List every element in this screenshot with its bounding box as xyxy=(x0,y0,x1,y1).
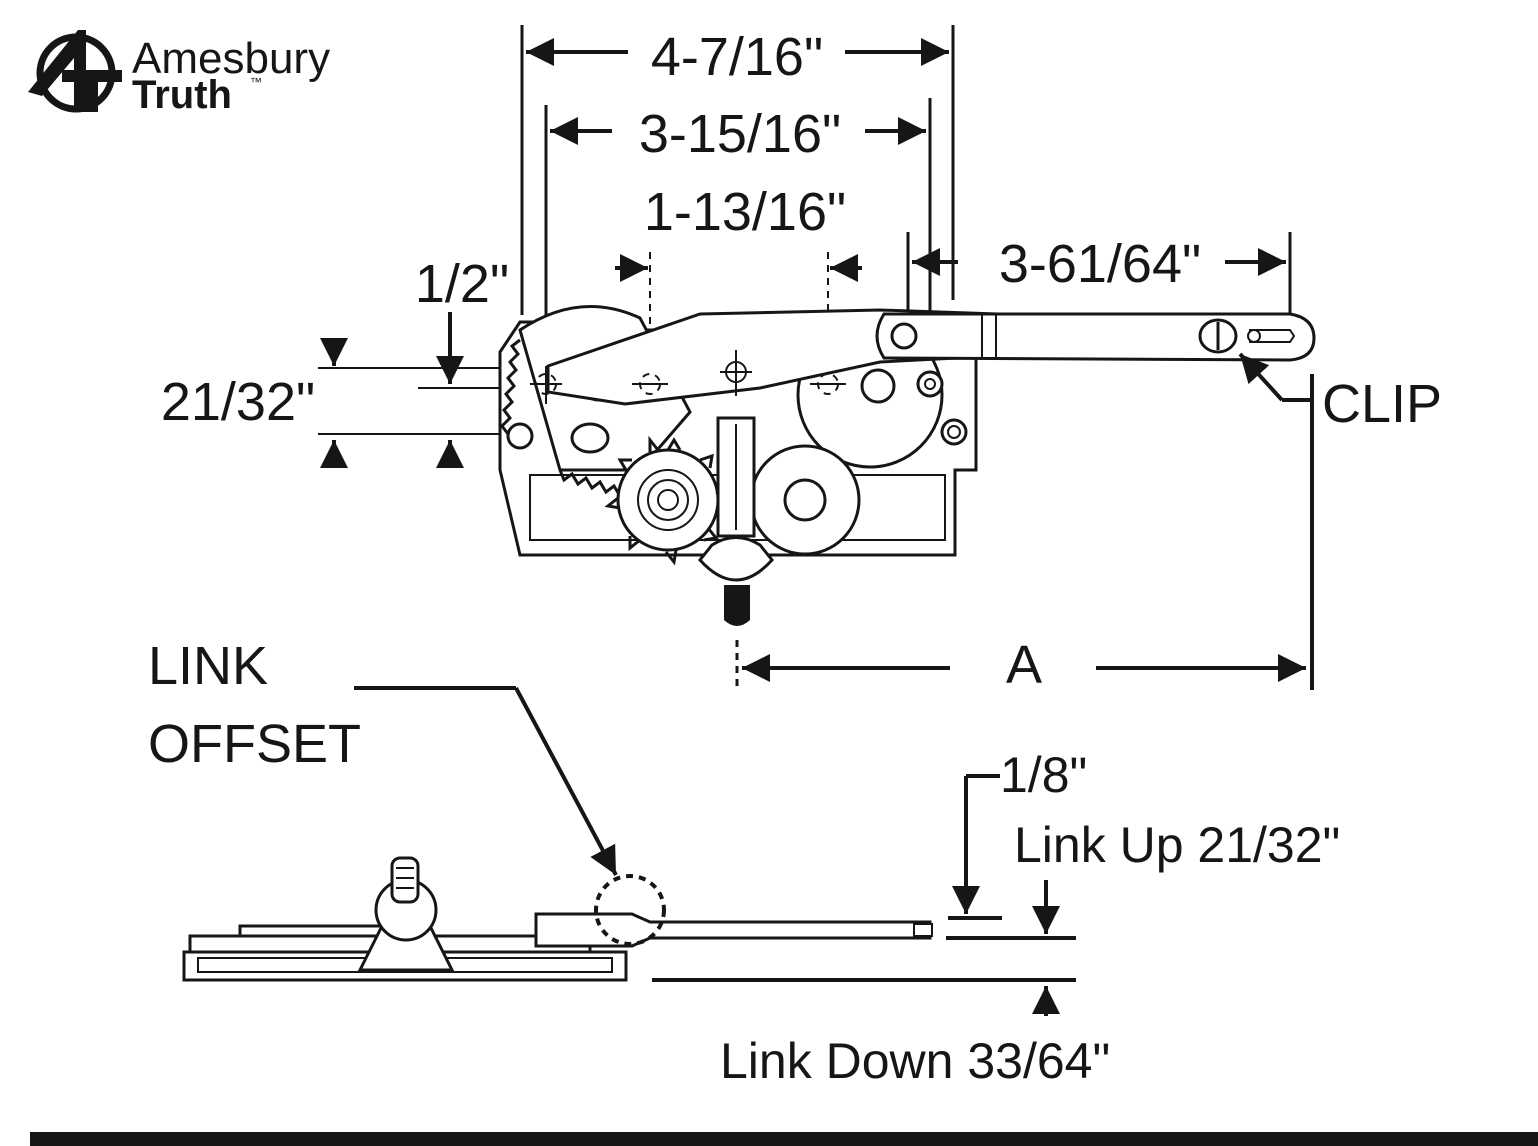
operator-side-view xyxy=(182,856,933,982)
dimension-1-2: 1/2" xyxy=(415,254,509,468)
body-hole-4 xyxy=(860,368,896,404)
spline-stud-icon xyxy=(724,585,750,626)
dimension-3-61-64: 3-61/64" xyxy=(912,234,1286,294)
link-down-label: Link Down 33/64" xyxy=(720,1033,1110,1089)
bottom-rule xyxy=(30,1132,1538,1146)
link-offset-circle xyxy=(594,874,666,946)
side-spline-stud-icon xyxy=(390,856,420,904)
body-hole-5-inner xyxy=(947,425,961,439)
dim-label-a: A xyxy=(1006,635,1042,695)
amesbury-truth-logo: Amesbury Truth ™ xyxy=(28,30,330,117)
dimension-1-8: 1/8" xyxy=(952,747,1087,914)
side-link-arm xyxy=(534,912,932,948)
logo-mark-icon xyxy=(28,30,122,113)
dim-label-3-15-16: 3-15/16" xyxy=(639,104,841,164)
side-link-end xyxy=(913,923,933,937)
dim-label-1-8: 1/8" xyxy=(1000,747,1087,803)
dim-label-21-32: 21/32" xyxy=(161,372,315,432)
logo-trademark: ™ xyxy=(250,75,262,89)
dimension-3-15-16: 3-15/16" xyxy=(550,104,926,164)
logo-text-amesbury: Amesbury xyxy=(132,34,330,83)
dimension-4-7-16: 4-7/16" xyxy=(526,27,949,87)
link-up-label: Link Up 21/32" xyxy=(1014,817,1340,873)
clip-keyhole-round xyxy=(1247,329,1261,343)
link-offset-callout: LINK OFFSET xyxy=(148,636,618,876)
center-mark-icons xyxy=(530,350,846,404)
operator-top-view xyxy=(498,304,1316,692)
dim-label-1-2: 1/2" xyxy=(415,254,509,314)
pivot-rivet xyxy=(890,322,918,350)
body-hole-3 xyxy=(506,422,534,450)
dimension-1-13-16: 1-13/16" xyxy=(615,182,862,282)
dim-label-1-13-16: 1-13/16" xyxy=(644,182,846,242)
link-offset-label-line2: OFFSET xyxy=(148,714,361,774)
spline-collar xyxy=(698,536,774,582)
logo-text-truth: Truth xyxy=(132,73,232,117)
dimension-21-32: 21/32" xyxy=(161,338,545,468)
body-hole-2 xyxy=(570,422,610,454)
link-pin-inner xyxy=(924,378,936,390)
worm-gear-ring-3 xyxy=(657,489,679,511)
dim-label-4-7-16: 4-7/16" xyxy=(651,27,823,87)
link-offset-label-line1: LINK xyxy=(148,636,268,696)
clip-label: CLIP xyxy=(1322,374,1442,434)
link-up-dimension: Link Up 21/32" xyxy=(1014,817,1340,934)
link-down-dimension: Link Down 33/64" xyxy=(720,986,1110,1089)
side-spline-grooves xyxy=(396,867,414,889)
dimension-a: A xyxy=(742,635,1306,695)
dim-label-3-61-64: 3-61/64" xyxy=(999,234,1201,294)
lower-disk-hub xyxy=(783,478,827,522)
gear-teeth-left xyxy=(500,338,622,497)
clip-callout: CLIP xyxy=(1238,352,1442,434)
side-arm-step xyxy=(238,924,392,938)
